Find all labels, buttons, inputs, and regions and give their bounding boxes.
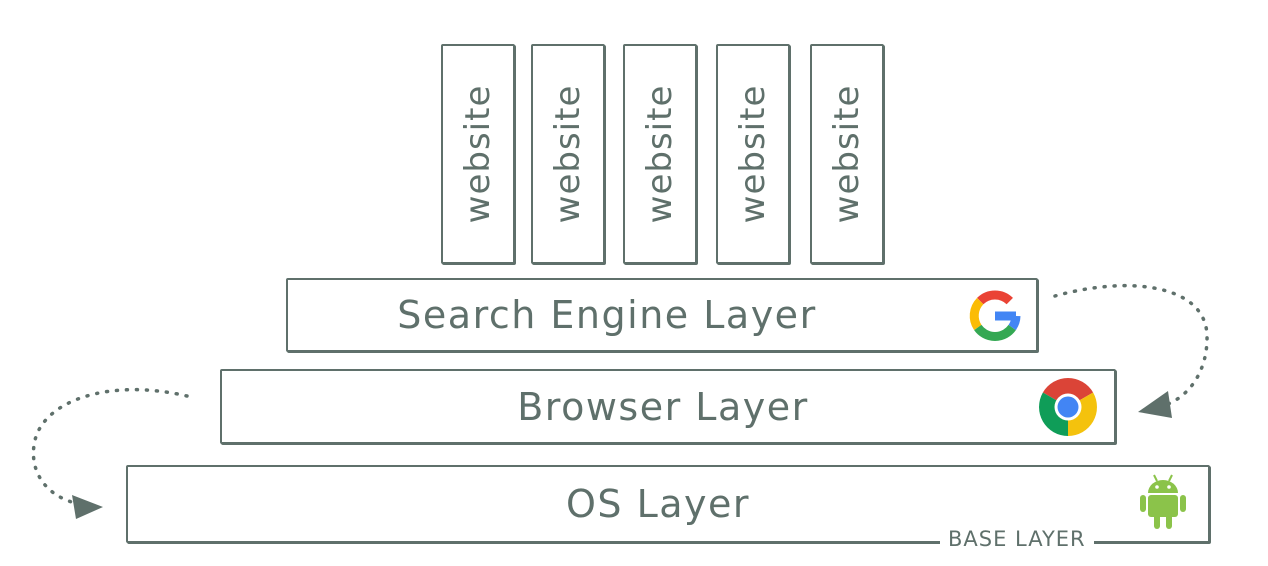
website-box-2: website [531,44,605,264]
search-engine-layer: Search Engine Layer [286,278,1038,352]
base-layer-tag: BASE LAYER [940,527,1094,551]
search-engine-layer-label: Search Engine Layer [397,293,817,337]
chrome-icon [1038,377,1098,437]
arrow-search-to-browser [1053,283,1209,418]
os-layer-label: OS Layer [565,482,751,526]
website-box-1: website [441,44,515,264]
google-icon [968,289,1022,343]
browser-layer-label: Browser Layer [517,384,809,429]
arrow-browser-to-os [31,387,189,519]
browser-layer: Browser Layer [220,369,1116,444]
website-box-3: website [623,44,697,264]
website-box-5: website [810,44,884,264]
os-layer: OS Layer BASE LAYER [126,465,1210,551]
website-box-4: website [716,44,790,264]
android-icon [1138,473,1188,531]
